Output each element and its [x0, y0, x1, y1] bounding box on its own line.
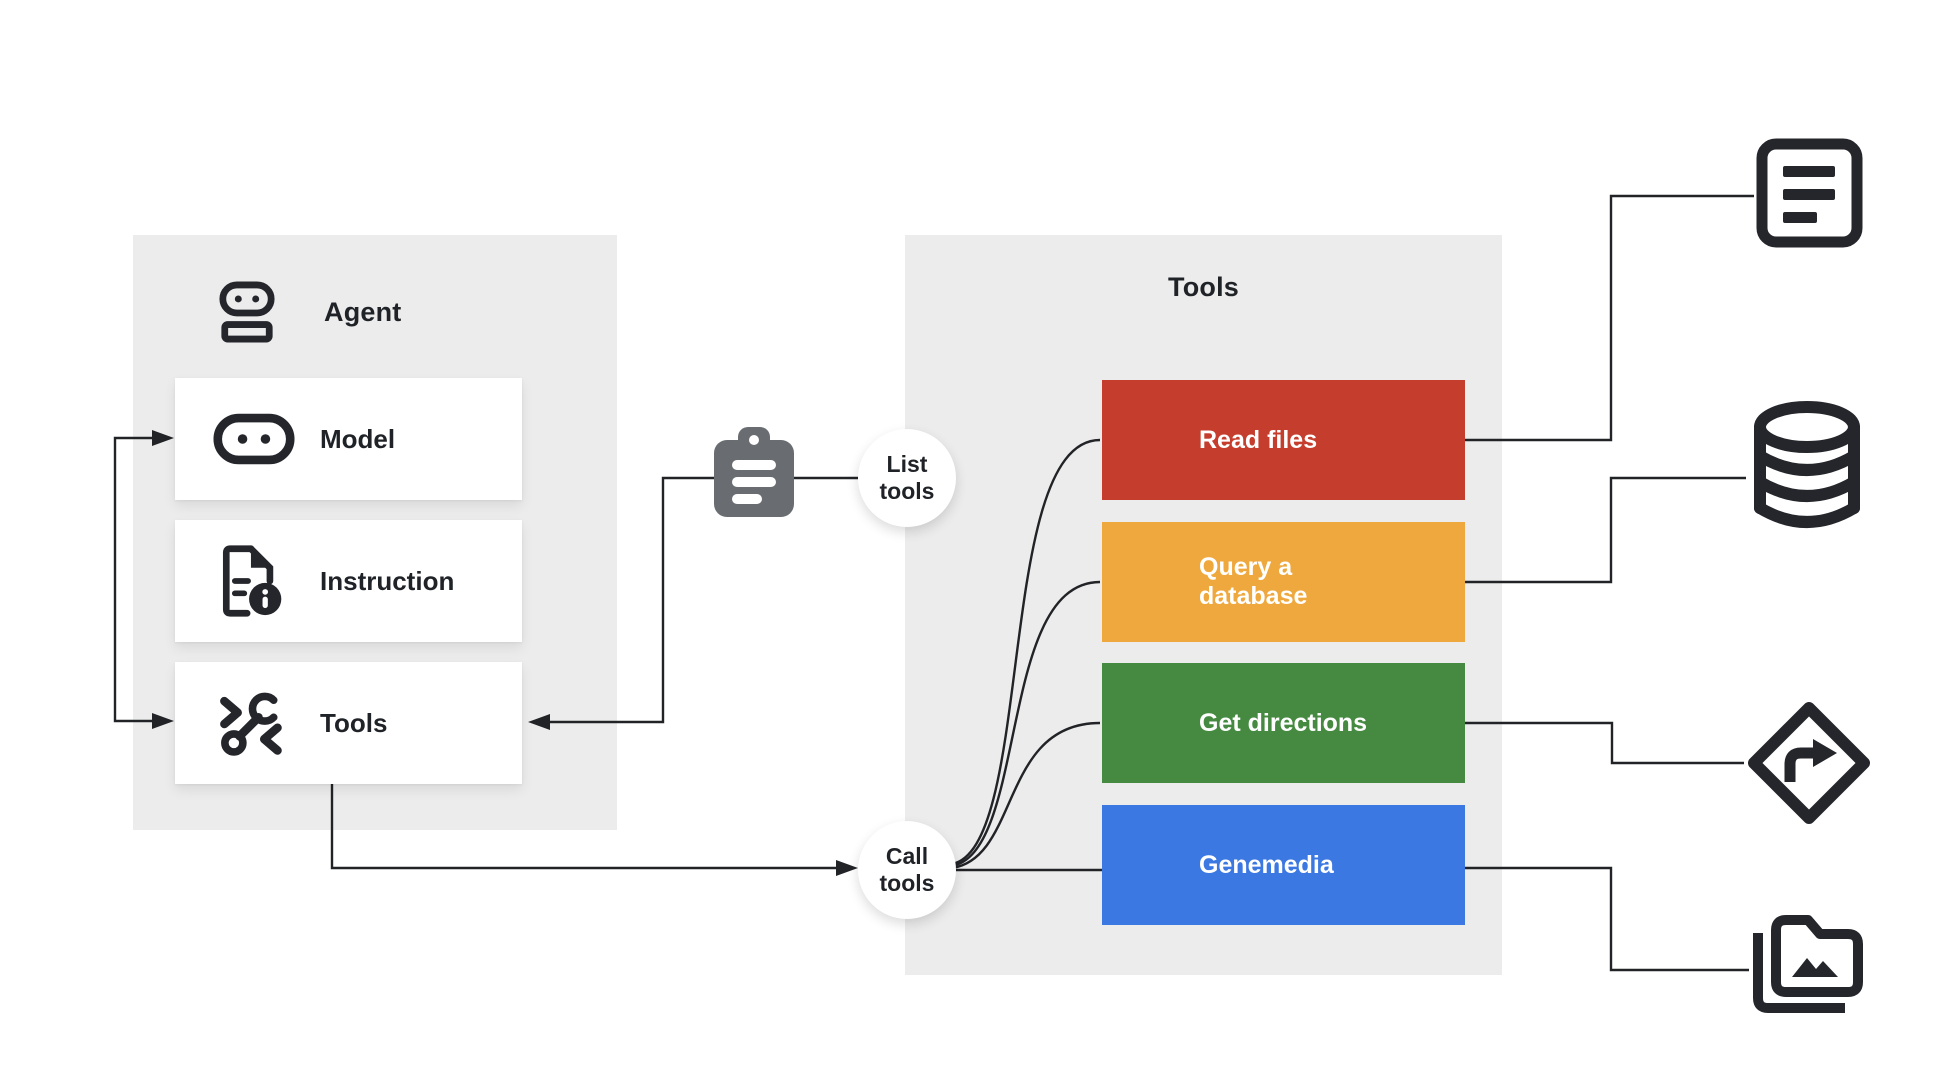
read-files-tool-box: Read files	[1102, 380, 1465, 500]
read-files-to-document-line	[1465, 194, 1754, 442]
directions-to-sign-line	[1465, 721, 1744, 765]
read-files-label: Read files	[1199, 425, 1318, 454]
database-icon	[1754, 401, 1860, 528]
call-tools-label: Call tools	[879, 843, 935, 896]
genemedia-label: Genemedia	[1199, 850, 1334, 879]
arrow-into-call-tools-icon	[836, 860, 858, 876]
call-tools-circle: Call tools	[858, 821, 956, 919]
tools-node-label: Tools	[320, 707, 388, 738]
genemedia-tool-box: Genemedia	[1102, 805, 1465, 925]
turn-right-sign-icon	[1748, 702, 1870, 824]
model-node: Model	[175, 378, 522, 500]
tools-panel-title: Tools	[1168, 272, 1239, 302]
list-tools-circle: List tools	[858, 429, 956, 527]
instruction-node: Instruction	[175, 520, 522, 642]
query-database-tool-box: Query a database	[1102, 522, 1465, 642]
list-tools-label: List tools	[879, 451, 935, 504]
document-lines-icon	[1756, 138, 1863, 248]
genemedia-to-media-line	[1465, 866, 1749, 972]
model-node-label: Model	[320, 423, 396, 454]
instruction-node-label: Instruction	[320, 565, 455, 596]
query-database-label: Query a database	[1199, 553, 1308, 610]
get-directions-tool-box: Get directions	[1102, 663, 1465, 783]
tools-node: Tools	[175, 662, 522, 784]
model-robot-face-icon	[213, 413, 295, 465]
instruction-document-icon	[213, 541, 287, 621]
agent-panel-title: Agent	[324, 296, 402, 327]
wrench-tools-icon	[213, 687, 287, 759]
media-folder-icon	[1753, 915, 1863, 1013]
clipboard-checklist-icon	[714, 427, 794, 517]
agent-header: Agent	[218, 280, 478, 344]
query-to-database-line	[1465, 476, 1746, 584]
robot-icon	[219, 281, 275, 343]
get-directions-label: Get directions	[1199, 708, 1368, 737]
